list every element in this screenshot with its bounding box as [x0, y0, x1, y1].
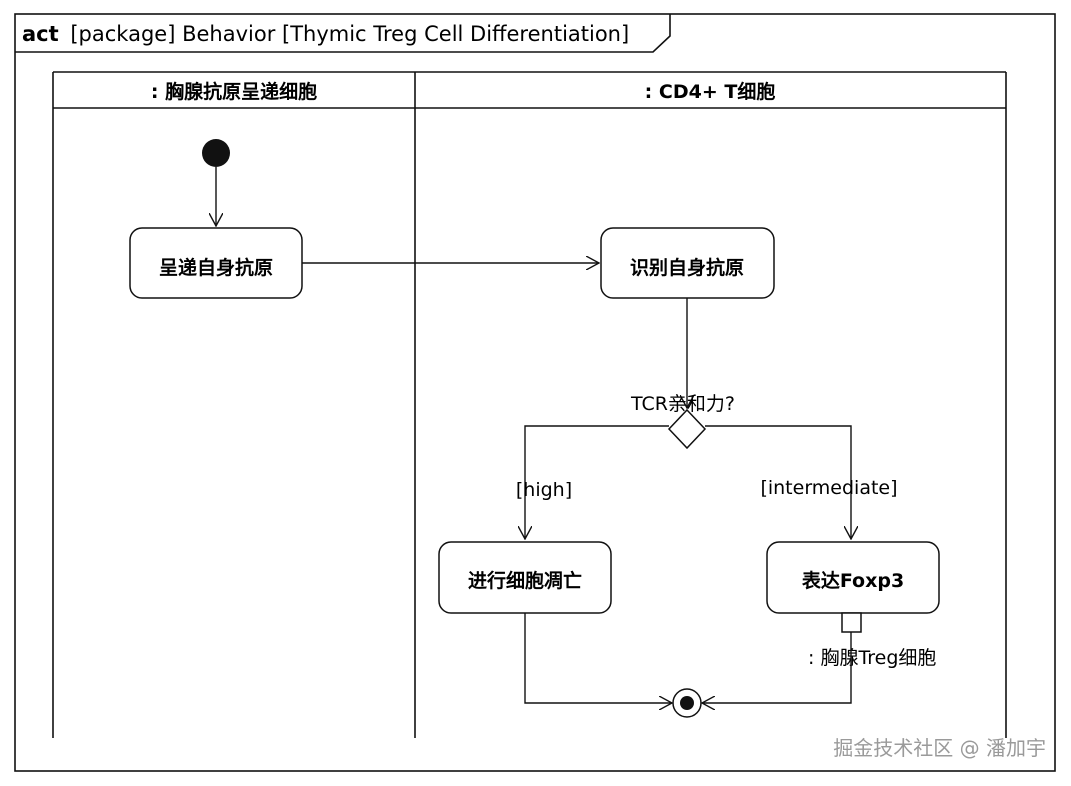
action-express-foxp3: 表达Foxp3: [766, 541, 940, 614]
frame-kind: act: [22, 22, 59, 46]
frame-title: [package] Behavior [Thymic Treg Cell Dif…: [70, 22, 629, 46]
action-label: 表达Foxp3: [802, 569, 904, 592]
decision-node: [667, 408, 707, 450]
flow-apoptosis-to-final: [524, 613, 672, 703]
action-recognize-self-antigen: 识别自身抗原: [600, 227, 775, 299]
guard-high: [high]: [516, 479, 572, 501]
action-apoptosis: 进行细胞凋亡: [438, 541, 612, 614]
action-label: 呈递自身抗原: [159, 256, 273, 279]
output-pin: [841, 612, 862, 633]
decision-label: TCR亲和力?: [630, 393, 735, 415]
svg-text:act [package] Behavior [Th: act [package] Behavior [Thymic Treg Cell…: [22, 22, 629, 46]
watermark: 掘金技术社区 @ 潘加宇: [833, 736, 1046, 760]
flow-pin-to-final: [702, 632, 852, 703]
initial-node: [202, 139, 230, 167]
activity-final-node: [672, 688, 702, 718]
action-present-self-antigen: 呈递自身抗原: [129, 227, 303, 299]
guard-intermediate: [intermediate]: [760, 477, 897, 499]
action-label: 进行细胞凋亡: [468, 569, 582, 592]
action-label: 识别自身抗原: [630, 256, 744, 279]
flow-decision-intermediate: [705, 425, 851, 539]
output-pin-label: : 胸腺Treg细胞: [808, 647, 936, 669]
swimlanes: : 胸腺抗原呈递细胞 : CD4+ T细胞: [52, 71, 1007, 738]
diagram-frame: [14, 13, 1056, 772]
lane-label-cd4: : CD4+ T细胞: [645, 80, 776, 103]
flow-decision-high: [525, 425, 669, 539]
frame-name-tab: [15, 14, 671, 53]
lane-label-apc: : 胸腺抗原呈递细胞: [151, 80, 317, 103]
